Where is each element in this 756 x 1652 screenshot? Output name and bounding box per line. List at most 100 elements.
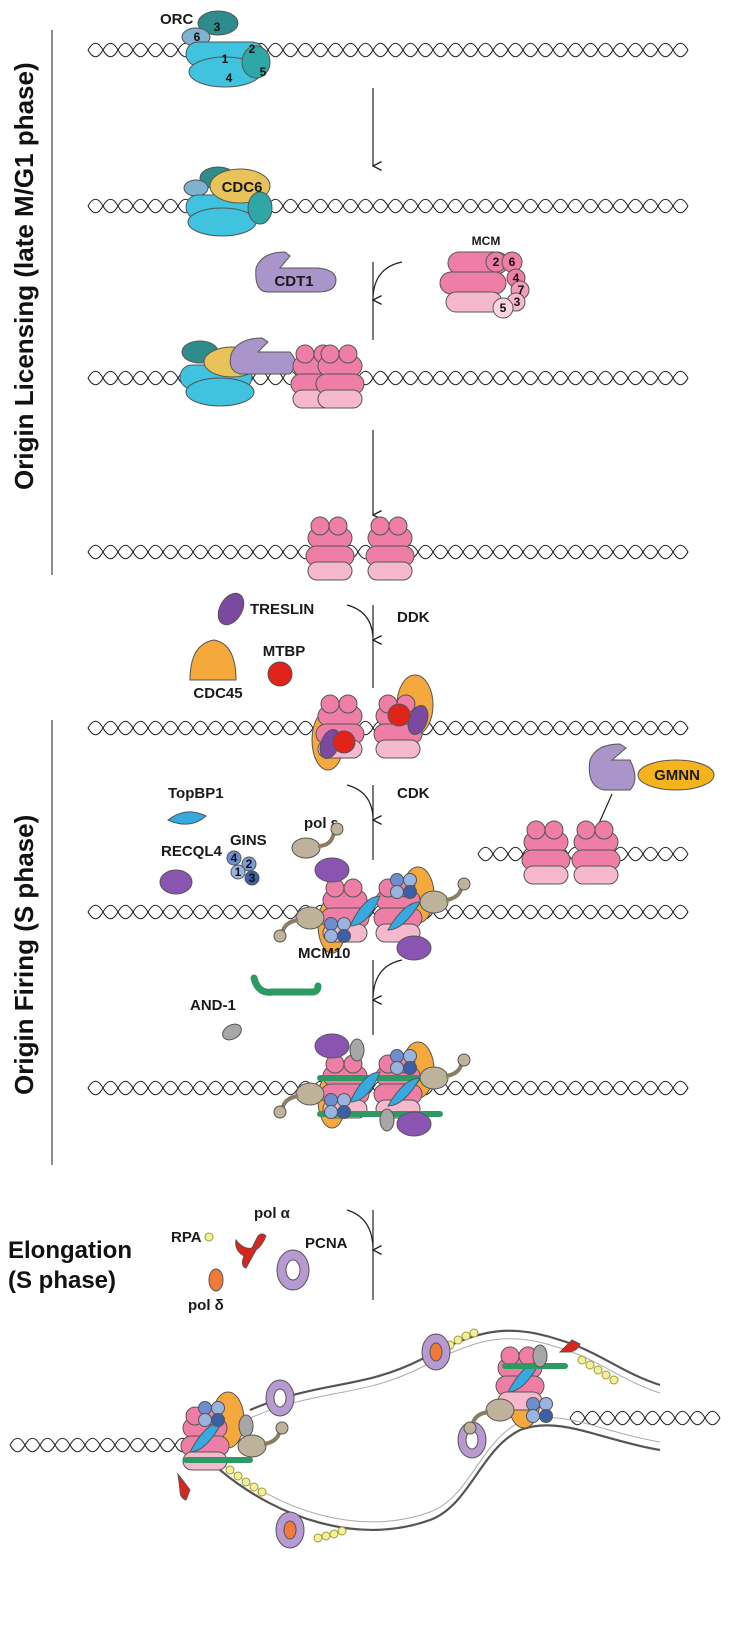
treslin-label: TRESLIN <box>250 601 314 618</box>
elongation-subtitle: (S phase) <box>8 1267 116 1294</box>
dna-turn <box>569 1410 601 1426</box>
dna-turn <box>357 42 389 58</box>
dna-turn <box>567 370 599 386</box>
dna-turn <box>627 720 659 736</box>
orc-subunit-4: 4 <box>226 71 233 85</box>
dna-turn <box>99 1437 131 1453</box>
dna-turn <box>629 1410 661 1426</box>
dna-turn <box>597 544 629 560</box>
replication-bubble <box>219 1329 661 1531</box>
dna-turn <box>689 1410 721 1426</box>
dna-turn <box>237 720 269 736</box>
dna-turn <box>657 904 689 920</box>
mtbp-label: MTBP <box>263 643 306 660</box>
gins-subunit-3: 3 <box>249 871 256 885</box>
dna-turn <box>387 42 419 58</box>
orc-subunit-6: 6 <box>194 30 201 44</box>
dna-turn <box>447 1080 479 1096</box>
dna-turn <box>237 904 269 920</box>
recql4-shape <box>159 869 193 895</box>
cdc45-shape <box>189 639 237 681</box>
and1-shape <box>222 1023 242 1041</box>
dna-turn <box>507 42 539 58</box>
ddk-label: DDK <box>397 609 430 626</box>
dna-turn <box>297 42 329 58</box>
dna-turn <box>417 198 449 214</box>
pol-d-shape <box>208 1268 224 1292</box>
rpa-shape <box>204 1232 214 1242</box>
dna-turn <box>147 198 179 214</box>
recql4-label: RECQL4 <box>161 843 223 860</box>
dna-turn <box>537 720 569 736</box>
pcna-rings <box>265 1333 487 1549</box>
dna-turn <box>477 42 509 58</box>
dna-turn <box>387 198 419 214</box>
dna-turn <box>327 42 359 58</box>
dna-turn <box>597 1080 629 1096</box>
dna-turn <box>357 198 389 214</box>
dna-turn <box>297 198 329 214</box>
mcm-subunit-3: 3 <box>514 295 521 309</box>
dna-turn <box>267 1080 299 1096</box>
dna-turn <box>117 370 149 386</box>
dna-turn <box>627 198 659 214</box>
dna-turn <box>507 370 539 386</box>
dna-turn <box>627 370 659 386</box>
orc-subunit-1: 1 <box>222 52 229 66</box>
dna-turn <box>477 720 509 736</box>
gmnn-cdt1-complex <box>588 743 715 791</box>
dna-turn <box>207 1080 239 1096</box>
dna-turn <box>117 1080 149 1096</box>
dna-turn <box>537 904 569 920</box>
dna-turn <box>267 720 299 736</box>
dna-turn <box>537 42 569 58</box>
dna-turn <box>87 370 119 386</box>
cdk-label: CDK <box>397 785 430 802</box>
dna-turn <box>87 42 119 58</box>
pol-a-label: pol α <box>254 1205 291 1222</box>
dna-turn <box>9 1437 41 1453</box>
licensing-phase-label: Origin Licensing (late M/G1 phase) <box>9 62 39 490</box>
dna-turn <box>447 198 479 214</box>
dna-turn <box>447 720 479 736</box>
mcm-label: MCM <box>472 234 501 248</box>
dna-row-2 <box>87 198 689 214</box>
dna-turn <box>657 42 689 58</box>
gins-subunit-2: 2 <box>246 857 253 871</box>
arrow-elongation <box>346 1209 373 1300</box>
dna-turn <box>567 904 599 920</box>
dna-turn <box>507 198 539 214</box>
dna-turn <box>627 544 659 560</box>
dna-elong-right <box>569 1410 721 1426</box>
dna-turn <box>447 370 479 386</box>
dna-turn <box>177 544 209 560</box>
dna-turn <box>147 720 179 736</box>
mcm10-shape <box>250 974 322 996</box>
dna-turn <box>477 904 509 920</box>
dna-turn <box>39 1437 71 1453</box>
pol-e-shape <box>291 822 344 859</box>
dna-turn <box>597 720 629 736</box>
dna-turn <box>87 198 119 214</box>
dna-turn <box>597 904 629 920</box>
dna-elong-left <box>9 1437 191 1453</box>
dna-turn <box>177 1080 209 1096</box>
orc-label: ORC <box>160 11 194 28</box>
dna-turn <box>147 544 179 560</box>
dna-turn <box>177 720 209 736</box>
cdc45-label: CDC45 <box>193 685 242 702</box>
dna-turn <box>147 42 179 58</box>
mcm-hexamer: 2 6 4 7 3 5 <box>439 251 530 319</box>
cmg-complex <box>272 857 472 961</box>
orc-subunit-5: 5 <box>260 65 267 79</box>
orc-cdc6-complex <box>183 166 273 237</box>
dna-turn <box>387 370 419 386</box>
dna-turn <box>567 1080 599 1096</box>
mcm-subunit-7: 7 <box>518 283 525 297</box>
dna-turn <box>659 1410 691 1426</box>
dna-turn <box>117 544 149 560</box>
arrow-ddk <box>346 604 373 688</box>
and1-label: AND-1 <box>190 997 236 1014</box>
arrow-mcm10 <box>373 959 403 1035</box>
